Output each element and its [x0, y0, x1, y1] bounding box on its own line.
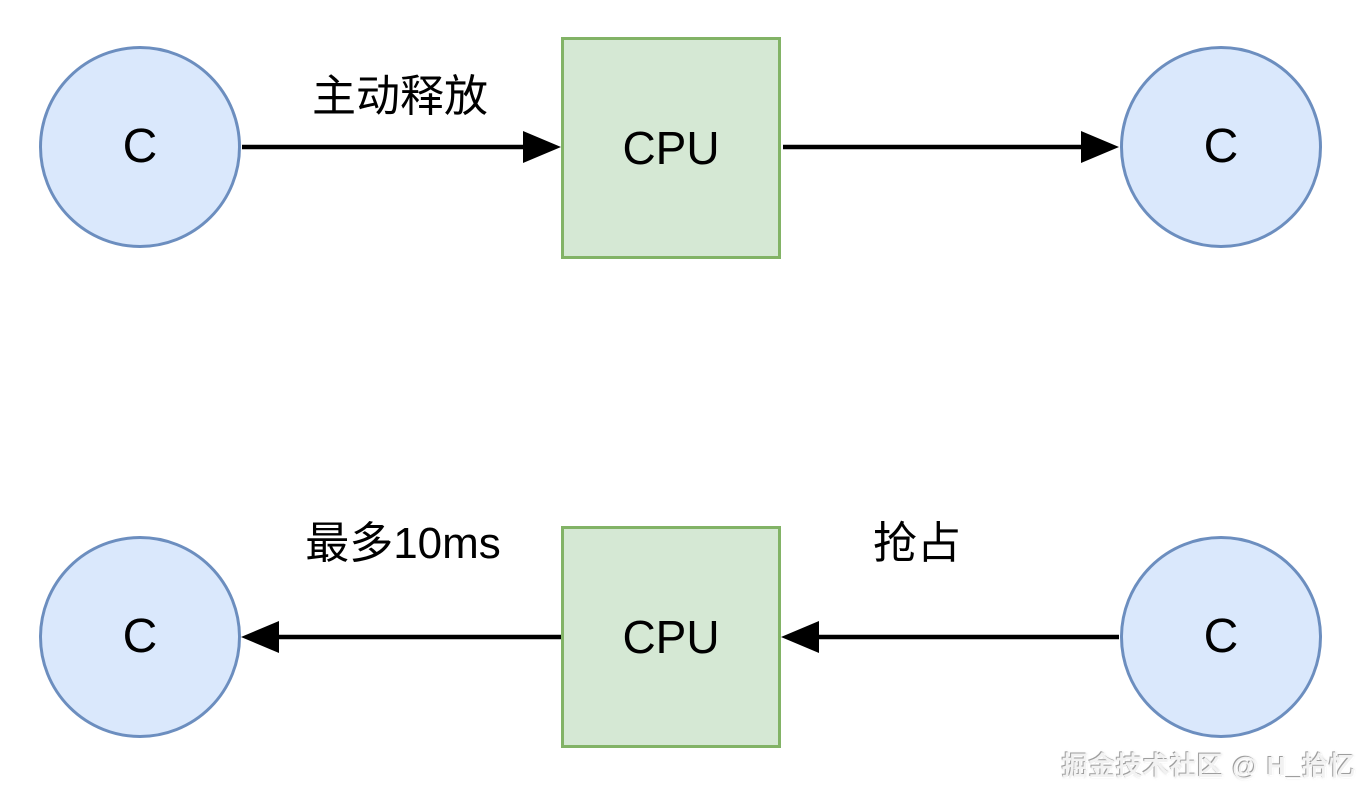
edge-label-max-10ms: 最多10ms [305, 519, 501, 568]
arrow-cpu-to-right-node [783, 131, 1119, 163]
node-label: C [1203, 120, 1239, 173]
cpu-label: CPU [622, 611, 720, 663]
cpu-box-top: CPU [561, 37, 781, 259]
node-label: C [122, 120, 158, 173]
edge-label-preempt: 抢占 [873, 519, 961, 568]
node-coroutine-bottom-right: C [1120, 536, 1322, 738]
node-label: C [122, 610, 158, 663]
arrow-head-left-icon [781, 621, 819, 653]
node-label: C [1203, 610, 1239, 663]
arrow-head-right-icon [1081, 131, 1119, 163]
node-coroutine-bottom-left: C [39, 536, 241, 738]
arrow-voluntary-release [242, 131, 561, 163]
cpu-label: CPU [622, 122, 720, 174]
cpu-box-bottom: CPU [561, 526, 781, 748]
watermark: 掘金技术社区 @ H_拾忆 [1061, 751, 1356, 781]
arrow-preempt [781, 621, 1119, 653]
node-coroutine-top-left: C [39, 46, 241, 248]
arrow-max-10ms [241, 621, 561, 653]
arrow-head-right-icon [523, 131, 561, 163]
edge-label-voluntary-release: 主动释放 [312, 72, 488, 121]
arrow-head-left-icon [241, 621, 279, 653]
node-coroutine-top-right: C [1120, 46, 1322, 248]
